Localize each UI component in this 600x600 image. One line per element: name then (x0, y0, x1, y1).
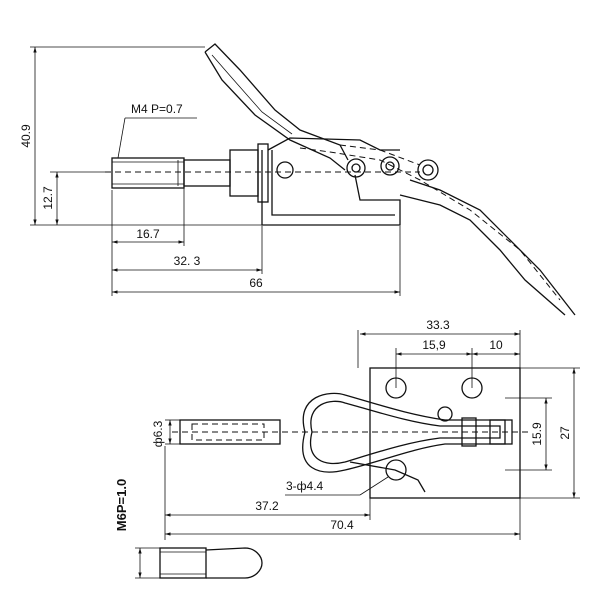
dim-phi-6-3-label: ф6.3 (151, 420, 165, 447)
dim-10-label: 10 (489, 338, 503, 352)
thread-m6-label: M6P=1.0 (114, 479, 129, 531)
top-handle (302, 392, 513, 493)
dim-32-3-label: 32. 3 (174, 254, 201, 268)
base-plate (369, 367, 521, 499)
m6-thread-detail (135, 547, 263, 579)
handle-lowered (299, 144, 576, 316)
dim-27-label: 27 (558, 426, 572, 440)
top-view: 33.3 15,9 10 27 15.9 ф6.3 3-ф4.4 37.2 (114, 318, 580, 579)
clamp-body (261, 137, 439, 226)
dim-66-label: 66 (249, 276, 263, 290)
top-plunger (172, 419, 530, 445)
dim-70-4-label: 70.4 (330, 518, 354, 532)
dim-37-2-label: 37.2 (255, 499, 279, 513)
dim-15-9-label: 15,9 (422, 338, 446, 352)
dim-33-3-label: 33.3 (426, 318, 450, 332)
dim-16-7-label: 16.7 (136, 227, 160, 241)
mount-hole-3 (385, 459, 407, 481)
holes-label: 3-ф4.4 (286, 479, 324, 493)
thread-m4-label: M4 P=0.7 (131, 102, 183, 116)
handle-raised (204, 43, 349, 171)
dim-15-9-vert-label: 15.9 (530, 422, 544, 446)
side-view: 40.9 12.7 M4 P=0.7 16.7 32. 3 66 (19, 43, 576, 316)
dim-40-9-label: 40.9 (19, 124, 33, 148)
dim-12-7-label: 12.7 (41, 186, 55, 210)
plunger-rod (111, 143, 269, 203)
